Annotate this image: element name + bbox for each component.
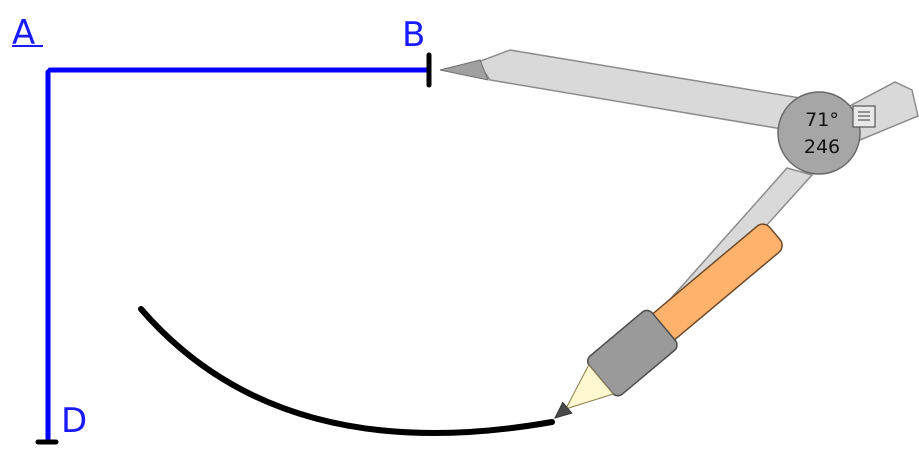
point-label-a: A: [12, 13, 35, 53]
pencil-wood-tip: [564, 363, 615, 410]
compass-needle-leg[interactable]: [476, 49, 802, 131]
compass-radius-readout: 246: [804, 136, 840, 158]
compass-angle-readout: 71°: [805, 109, 839, 131]
compass-needle-tip: [439, 59, 489, 81]
drawn-arc: [138, 306, 555, 437]
pencil-lead: [554, 401, 573, 419]
menu-icon[interactable]: [852, 105, 876, 128]
point-label-d: D: [61, 401, 87, 441]
compass-tool[interactable]: 71° 246: [439, 49, 919, 437]
point-label-b: B: [402, 15, 425, 55]
compass-hinge[interactable]: [777, 91, 861, 175]
